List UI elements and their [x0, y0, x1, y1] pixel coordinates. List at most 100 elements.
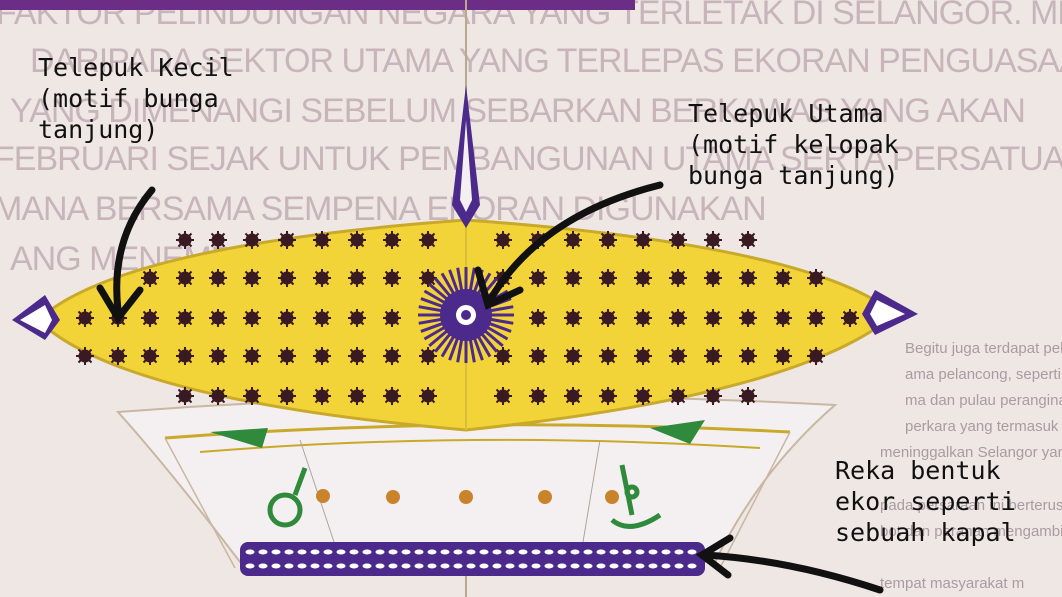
- telepuk-kecil-dot: [243, 387, 261, 405]
- telepuk-kecil-dot: [704, 347, 722, 365]
- telepuk-kecil-dot: [209, 231, 227, 249]
- scallop: [467, 564, 476, 569]
- scallop: [467, 550, 476, 555]
- telepuk-kecil-dot: [634, 309, 652, 327]
- telepuk-kecil-dot: [599, 309, 617, 327]
- scallop: [402, 550, 411, 555]
- telepuk-kecil-dot: [348, 231, 366, 249]
- scallop: [519, 564, 528, 569]
- telepuk-kecil-dot: [669, 269, 687, 287]
- telepuk-kecil-dot: [278, 387, 296, 405]
- telepuk-kecil-dot: [807, 309, 825, 327]
- telepuk-kecil-dot: [599, 269, 617, 287]
- scallop: [636, 550, 645, 555]
- telepuk-kecil-dot: [313, 347, 331, 365]
- telepuk-kecil-dot: [669, 347, 687, 365]
- telepuk-kecil-dot: [704, 387, 722, 405]
- telepuk-kecil-dot: [348, 387, 366, 405]
- scallop: [454, 550, 463, 555]
- scallop: [545, 564, 554, 569]
- scallop: [584, 550, 593, 555]
- telepuk-kecil-dot: [669, 309, 687, 327]
- scallop: [298, 550, 307, 555]
- scallop: [532, 550, 541, 555]
- telepuk-kecil-dot: [599, 387, 617, 405]
- scallop: [571, 550, 580, 555]
- telepuk-kecil-dot: [599, 347, 617, 365]
- telepuk-kecil-dot: [669, 231, 687, 249]
- scallop: [337, 564, 346, 569]
- telepuk-kecil-dot: [176, 309, 194, 327]
- scallop: [285, 564, 294, 569]
- telepuk-kecil-dot: [564, 347, 582, 365]
- telepuk-kecil-dot: [209, 309, 227, 327]
- scallop: [649, 564, 658, 569]
- scallop: [558, 564, 567, 569]
- telepuk-kecil-dot: [76, 309, 94, 327]
- telepuk-kecil-dot: [669, 387, 687, 405]
- scallop: [506, 564, 515, 569]
- telepuk-kecil-dot: [529, 347, 547, 365]
- telepuk-kecil-dot: [807, 347, 825, 365]
- telepuk-kecil-dot: [564, 269, 582, 287]
- scallop: [558, 550, 567, 555]
- telepuk-kecil-dot: [313, 269, 331, 287]
- telepuk-kecil-dot: [383, 231, 401, 249]
- telepuk-kecil-dot: [704, 309, 722, 327]
- telepuk-kecil-dot: [564, 231, 582, 249]
- scallop: [298, 564, 307, 569]
- scallop: [285, 550, 294, 555]
- scallop: [649, 550, 658, 555]
- telepuk-kecil-dot: [494, 231, 512, 249]
- scallop: [259, 564, 268, 569]
- telepuk-kecil-dot: [348, 269, 366, 287]
- telepuk-kecil-dot: [383, 387, 401, 405]
- telepuk-kecil-dot: [313, 309, 331, 327]
- label-telepuk-utama: Telepuk Utama (motif kelopak bunga tanju…: [688, 98, 899, 191]
- telepuk-kecil-dot: [176, 347, 194, 365]
- telepuk-kecil-dot: [348, 309, 366, 327]
- telepuk-kecil-dot: [704, 231, 722, 249]
- scallop: [662, 550, 671, 555]
- scallop: [480, 550, 489, 555]
- scallop: [675, 564, 684, 569]
- telepuk-kecil-dot: [141, 269, 159, 287]
- scallop: [428, 550, 437, 555]
- scallop: [389, 550, 398, 555]
- scallop: [246, 550, 255, 555]
- telepuk-kecil-dot: [529, 269, 547, 287]
- telepuk-kecil-dot: [704, 269, 722, 287]
- label-boat-tail: Reka bentuk ekor seperti sebuah kapal: [835, 455, 1016, 548]
- label-telepuk-kecil: Telepuk Kecil (motif bunga tanjung): [38, 52, 234, 145]
- telepuk-kecil-dot: [278, 347, 296, 365]
- scallop: [623, 564, 632, 569]
- telepuk-kecil-dot: [564, 309, 582, 327]
- telepuk-kecil-dot: [419, 231, 437, 249]
- telepuk-kecil-dot: [383, 309, 401, 327]
- scallop: [597, 564, 606, 569]
- scallop: [272, 564, 281, 569]
- scallop: [324, 564, 333, 569]
- scallop: [623, 550, 632, 555]
- telepuk-kecil-dot: [383, 347, 401, 365]
- telepuk-kecil-dot: [209, 347, 227, 365]
- scallop: [350, 550, 359, 555]
- scallop: [441, 564, 450, 569]
- scallop: [493, 564, 502, 569]
- scallop: [259, 550, 268, 555]
- scallop: [480, 564, 489, 569]
- scallop: [272, 550, 281, 555]
- scallop: [662, 564, 671, 569]
- scallop: [441, 550, 450, 555]
- telepuk-kecil-dot: [739, 309, 757, 327]
- scallop: [571, 564, 580, 569]
- telepuk-kecil-dot: [176, 387, 194, 405]
- telepuk-kecil-dot: [243, 347, 261, 365]
- telepuk-kecil-dot: [774, 347, 792, 365]
- scallop: [350, 564, 359, 569]
- scallop: [597, 550, 606, 555]
- scallop: [363, 564, 372, 569]
- scallop: [324, 550, 333, 555]
- scallop: [337, 550, 346, 555]
- telepuk-kecil-dot: [739, 231, 757, 249]
